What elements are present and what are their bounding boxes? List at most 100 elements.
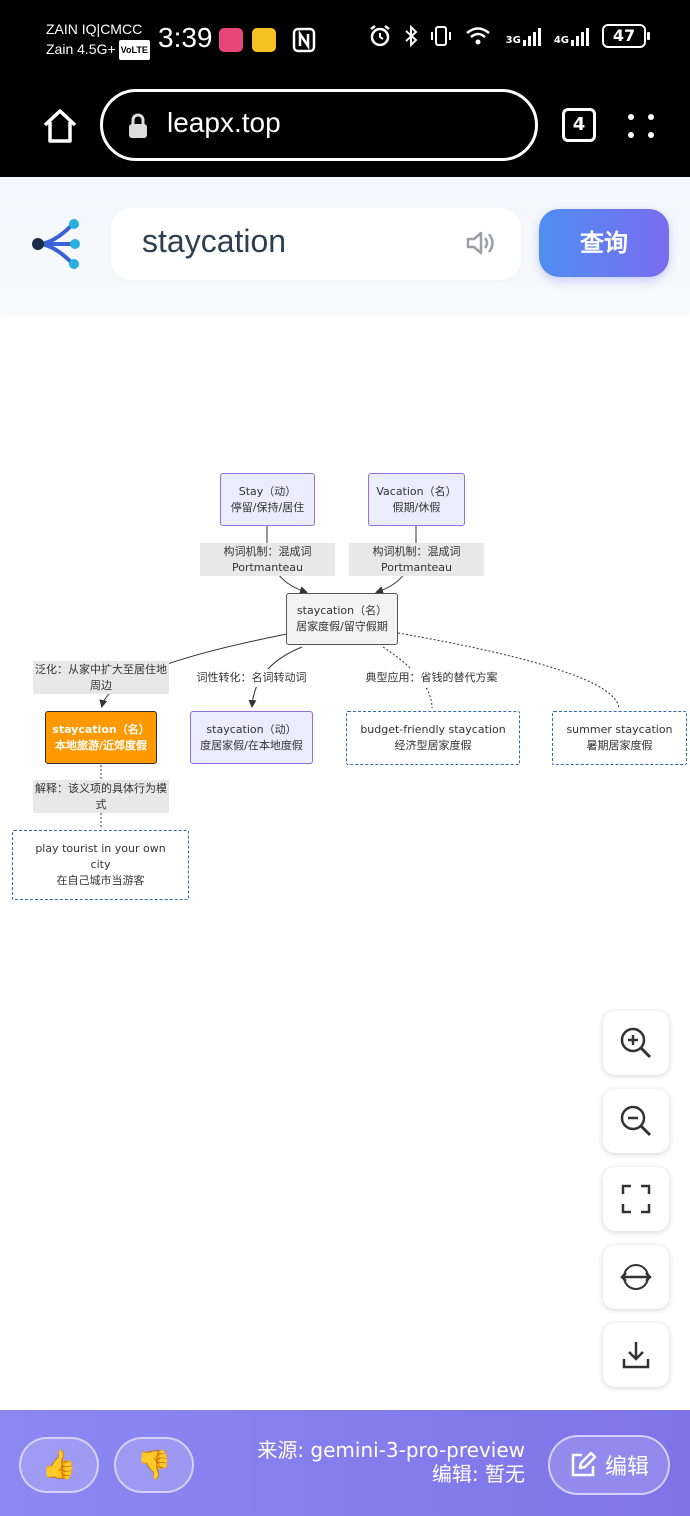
node-play-tourist[interactable]: play tourist in your own city 在自己城市当游客 xyxy=(12,830,189,900)
tab-switcher-button[interactable]: 4 xyxy=(562,108,596,142)
edge-label-text: 构词机制：混成词 xyxy=(372,544,461,558)
node-root-word: staycation（名） xyxy=(296,604,388,617)
edge-label-generalize: 泛化：从家中扩大至居住地 周边 xyxy=(33,661,169,694)
edge-label-conversion: 词性转化：名词转动词 xyxy=(193,669,310,687)
carrier-info: ZAIN IQ|CMCC Zain 4.5G+VoLTE xyxy=(46,19,150,61)
search-header: staycation 查询 xyxy=(0,177,690,311)
node-tourist-phrase: play tourist in your own xyxy=(35,842,166,855)
edge-label-text: Portmanteau xyxy=(231,560,304,574)
node-budget-friendly[interactable]: budget-friendly staycation 经济型居家度假 xyxy=(346,711,520,765)
signal-3g-label: 3G xyxy=(505,35,521,46)
clock: 3:39 xyxy=(158,22,213,53)
browser-toolbar: leapx.top 4 xyxy=(0,80,690,177)
download-icon xyxy=(622,1342,650,1369)
edit-button-label: 编辑 xyxy=(604,1455,649,1480)
node-root-staycation[interactable]: staycation（名） 居家度假/留守假期 xyxy=(286,593,398,645)
fullscreen-icon xyxy=(621,1184,651,1214)
edge-label-text: 泛化：从家中扩大至居住地 xyxy=(35,662,167,676)
speaker-icon[interactable] xyxy=(465,228,497,258)
fit-width-button[interactable] xyxy=(603,1245,669,1309)
alarm-icon xyxy=(369,25,390,47)
node-budget-phrase: budget-friendly staycation xyxy=(360,723,506,736)
leapx-logo-icon[interactable] xyxy=(28,215,84,273)
edge-label-text: 词性转化：名词转动词 xyxy=(196,671,307,684)
node-summer-meaning: 暑期居家度假 xyxy=(586,739,653,752)
footer-bar: 👍 👎 来源: gemini-3-pro-preview 编辑: 暂无 编辑 xyxy=(0,1410,690,1516)
signal-4g-label: 4G xyxy=(553,35,569,46)
like-button[interactable]: 👍 xyxy=(19,1437,99,1493)
fit-width-icon xyxy=(620,1264,652,1290)
node-vacation[interactable]: Vacation（名） 假期/休假 xyxy=(368,473,465,526)
signal-bars-icon xyxy=(571,28,589,46)
battery-indicator: 47 xyxy=(602,24,650,48)
node-summer-phrase: summer staycation xyxy=(566,723,673,736)
node-local-meaning: 本地旅游/近郊度假 xyxy=(54,738,148,752)
node-verb-word: staycation（动） xyxy=(206,722,297,736)
node-tourist-phrase-cont: city xyxy=(90,858,111,871)
node-stay-word: Stay（动） xyxy=(238,484,297,498)
node-vacation-word: Vacation（名） xyxy=(376,484,457,498)
editor-text: 编辑: 暂无 xyxy=(431,1462,525,1486)
carrier-line1: ZAIN IQ|CMCC xyxy=(46,21,143,37)
word-diagram[interactable]: Stay（动） 停留/保持/居住 Vacation（名） 假期/休假 构词机制：… xyxy=(0,311,690,1410)
source-text: 来源: gemini-3-pro-preview xyxy=(257,1438,525,1462)
dislike-button[interactable]: 👎 xyxy=(114,1437,194,1493)
query-button[interactable]: 查询 xyxy=(539,209,669,277)
mail-notification-icon xyxy=(252,28,276,52)
node-vacation-meaning: 假期/休假 xyxy=(392,500,441,514)
signal-bars-icon xyxy=(522,28,541,46)
node-root-meaning: 居家度假/留守假期 xyxy=(296,620,388,633)
status-icons: 3G 4G 47 xyxy=(368,24,650,48)
edge-label-typical: 典型应用：省钱的替代方案 xyxy=(363,669,500,687)
zoom-out-button[interactable] xyxy=(603,1089,669,1153)
bluetooth-icon xyxy=(404,24,418,48)
edge-label-text: 构词机制：混成词 xyxy=(223,544,312,558)
vibrate-icon xyxy=(430,26,451,46)
url-text: leapx.top xyxy=(167,107,281,138)
edge-label-text: 解释：该义项的具体行为模 xyxy=(35,781,167,795)
edge-label-mechanism-1: 构词机制：混成词 Portmanteau xyxy=(200,543,335,576)
node-budget-meaning: 经济型居家度假 xyxy=(394,739,472,752)
search-query-text: staycation xyxy=(142,223,287,259)
edge-label-text: Portmanteau xyxy=(380,560,453,574)
node-stay[interactable]: Stay（动） 停留/保持/居住 xyxy=(220,473,315,526)
edge-label-text: 周边 xyxy=(90,678,112,692)
node-stay-meaning: 停留/保持/居住 xyxy=(230,500,305,514)
nfc-icon xyxy=(292,27,316,53)
thumbs-down-icon: 👎 xyxy=(136,1448,172,1481)
volte-badge: VoLTE xyxy=(118,40,150,61)
search-input[interactable]: staycation xyxy=(111,208,521,280)
signal-4g: 4G xyxy=(554,26,590,46)
lock-icon xyxy=(129,113,147,138)
edit-icon xyxy=(571,1451,597,1477)
zoom-in-icon xyxy=(620,1027,652,1059)
wifi-icon xyxy=(465,27,490,45)
source-info: 来源: gemini-3-pro-preview 编辑: 暂无 xyxy=(257,1438,525,1486)
download-button[interactable] xyxy=(603,1323,669,1387)
status-bar: ZAIN IQ|CMCC Zain 4.5G+VoLTE 3:39 3G 4G … xyxy=(0,0,690,80)
node-local-word: staycation（名） xyxy=(52,722,150,736)
fit-screen-button[interactable] xyxy=(603,1167,669,1231)
node-local-travel[interactable]: staycation（名） 本地旅游/近郊度假 xyxy=(45,711,157,764)
edge-label-text: 式 xyxy=(95,797,107,811)
carrier-line2-row: Zain 4.5G+VoLTE xyxy=(46,39,150,61)
more-menu-icon[interactable] xyxy=(628,110,658,140)
edit-button[interactable]: 编辑 xyxy=(548,1435,670,1495)
address-bar[interactable]: leapx.top xyxy=(100,89,538,161)
node-tourist-meaning: 在自己城市当游客 xyxy=(56,874,145,887)
node-verb[interactable]: staycation（动） 度居家假/在本地度假 xyxy=(190,711,313,764)
edge-label-text: 典型应用：省钱的替代方案 xyxy=(365,671,498,684)
signal-3g: 3G xyxy=(506,26,542,46)
carrier-line2: Zain 4.5G+ xyxy=(46,41,116,57)
home-icon[interactable] xyxy=(40,106,80,146)
node-verb-meaning: 度居家假/在本地度假 xyxy=(200,738,303,752)
zoom-out-icon xyxy=(620,1105,652,1137)
edge-label-mechanism-2: 构词机制：混成词 Portmanteau xyxy=(349,543,484,576)
notification-app-icon xyxy=(219,28,243,52)
node-summer[interactable]: summer staycation 暑期居家度假 xyxy=(552,711,687,765)
edge-root-summer xyxy=(397,632,620,709)
edge-label-explain: 解释：该义项的具体行为模 式 xyxy=(33,780,169,813)
thumbs-up-icon: 👍 xyxy=(41,1448,77,1481)
zoom-in-button[interactable] xyxy=(603,1011,669,1075)
